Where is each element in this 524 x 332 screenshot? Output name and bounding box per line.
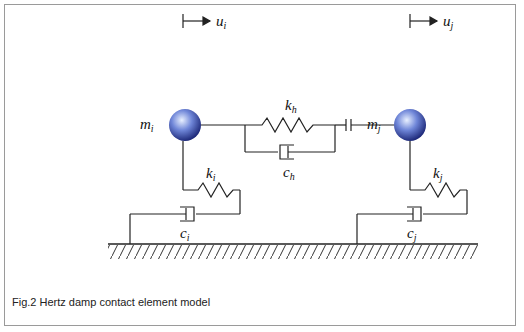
damping-label: ci [180,226,189,243]
figure-caption: Fig.2 Hertz damp contact element model [12,296,210,308]
stiffness-label: ki [206,166,215,183]
mass-label: mi [140,117,154,134]
displacement-label: uj [443,14,453,31]
damping-label: cj [407,226,416,243]
damping-label: ch [283,165,295,182]
displacement-label: ui [216,14,226,31]
mass-label: mj [367,117,381,134]
stiffness-label: kh [285,98,297,115]
stiffness-label: kj [433,166,442,183]
